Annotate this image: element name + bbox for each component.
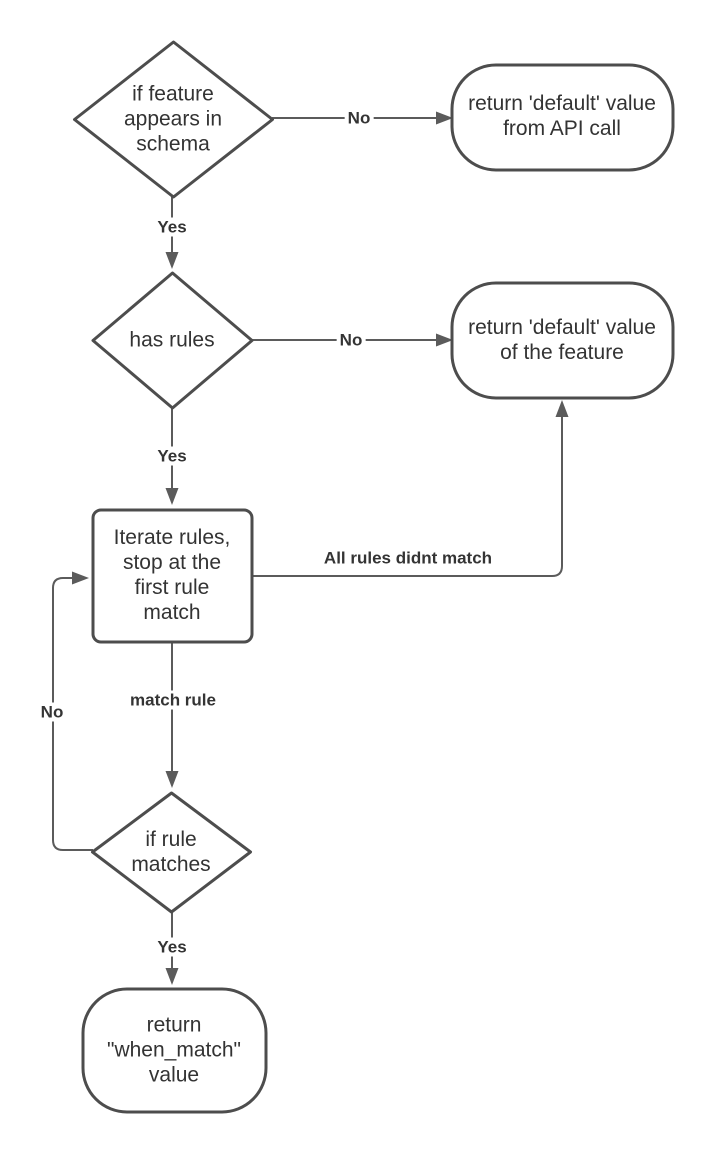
edge-match-rule bbox=[165, 642, 179, 788]
process-iterate-rules-shape bbox=[91, 508, 254, 644]
decision-has-rules-diamond bbox=[91, 271, 254, 410]
terminal-when-match-label: return "when_match" value bbox=[107, 1013, 241, 1087]
edge-all-rules-didnt-match bbox=[252, 400, 569, 577]
terminal-feature-default-label: return 'default' value of the feature bbox=[468, 316, 656, 364]
decision-feature-diamond bbox=[73, 40, 274, 199]
edge-rules-no-arrowhead bbox=[436, 333, 453, 347]
edge-label-feature-no: No bbox=[344, 108, 374, 128]
edge-label-all-rules-didnt-match: All rules didnt match bbox=[320, 548, 496, 568]
edge-all-rules-didnt-match-line bbox=[252, 417, 563, 577]
edge-feature-no-arrowhead bbox=[436, 111, 453, 125]
edge-rules-yes-arrowhead bbox=[165, 488, 179, 505]
edge-label-rule-yes: Yes bbox=[154, 937, 190, 957]
edge-match-rule-arrowhead bbox=[165, 771, 179, 788]
edge-label-match-rule: match rule bbox=[127, 690, 219, 710]
edge-label-rules-yes: Yes bbox=[154, 446, 190, 466]
terminal-api-default-label: return 'default' value from API call bbox=[468, 92, 656, 140]
process-iterate-rules-label: Iterate rules, stop at the first rule ma… bbox=[113, 526, 231, 624]
decision-rule-matches-diamond bbox=[91, 791, 252, 914]
edge-feature-yes-arrowhead bbox=[165, 252, 179, 269]
decision-rule-matches-label: if rule matches bbox=[131, 828, 211, 876]
edge-label-rules-no: No bbox=[336, 330, 366, 350]
edge-rule-no-arrowhead bbox=[72, 571, 89, 585]
terminal-feature-default-shape bbox=[450, 281, 675, 400]
terminal-when-match-shape bbox=[81, 987, 268, 1114]
edge-all-rules-didnt-match-arrowhead bbox=[555, 400, 569, 417]
terminal-api-default-shape bbox=[450, 63, 675, 172]
edge-label-rule-no: No bbox=[37, 702, 67, 722]
edge-rule-yes-arrowhead bbox=[165, 968, 179, 985]
decision-has-rules-label: has rules bbox=[129, 328, 215, 352]
decision-feature-label: if feature appears in schema bbox=[123, 82, 223, 156]
edge-label-feature-yes: Yes bbox=[154, 217, 190, 237]
